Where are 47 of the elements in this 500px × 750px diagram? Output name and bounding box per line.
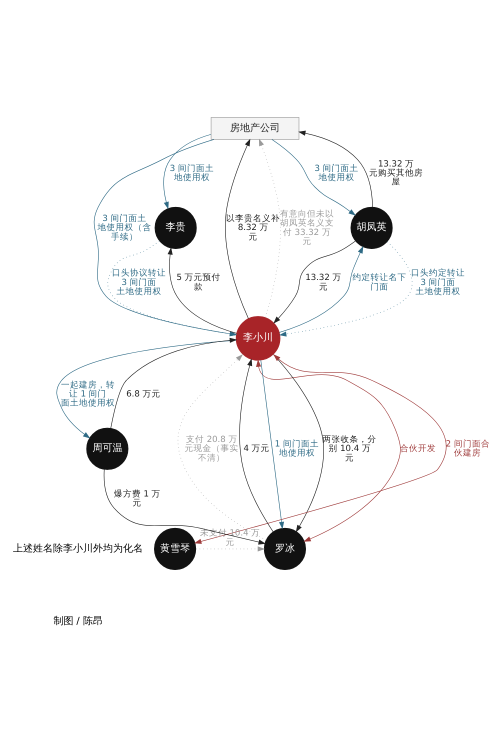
edge-label: 6.8 万元 xyxy=(126,389,160,400)
edge-label: 3 间门面土地使用权 xyxy=(314,164,359,184)
arrow xyxy=(94,139,238,336)
arrow xyxy=(163,134,212,210)
arrow xyxy=(256,359,401,542)
edge-label: 13.32 万元 xyxy=(305,273,342,292)
node-circle: 周可温 xyxy=(86,428,128,470)
edge-label: 5 万元预付款 xyxy=(176,273,221,292)
arrow xyxy=(56,340,236,439)
edge-label: 以李贵名义补 8.32 万元 xyxy=(226,214,280,242)
arrow xyxy=(225,138,250,319)
arrow xyxy=(196,546,266,552)
edge-label: 爆方费 1 万元 xyxy=(114,490,161,509)
edge-label: 约定转让名下门面 xyxy=(352,273,407,292)
node-circle: 罗冰 xyxy=(264,528,306,570)
edge-label: 13.32 万元购买其他房屋 xyxy=(369,159,424,188)
edge-label: 一起建房，转让 1 间门面土地使用权 xyxy=(60,380,115,409)
node-circle: 黄雪琴 xyxy=(154,528,196,570)
edge-label: 口头约定转让 3 间门面土地使用权 xyxy=(411,268,466,297)
arrow xyxy=(107,240,238,336)
arrow xyxy=(298,130,373,208)
arrow xyxy=(178,354,266,540)
node-circle: 李贵 xyxy=(154,206,197,249)
arrow xyxy=(194,354,446,544)
arrow xyxy=(168,247,237,334)
arrow xyxy=(110,338,238,429)
edge-label: 2 间门面合伙建房 xyxy=(446,440,490,459)
edge-label: 支付 20.8 万元现金（事实不清） xyxy=(184,434,239,464)
arrow xyxy=(258,138,281,318)
arrow xyxy=(260,360,284,530)
label: 上述姓名除李小川外均为化名 xyxy=(13,543,144,554)
arrow xyxy=(239,358,274,532)
node-circle: 胡凤英 xyxy=(350,206,393,249)
arrow xyxy=(279,246,364,333)
edge-label: 3 间门面土地使用权（含手续） xyxy=(97,214,152,242)
arrow xyxy=(273,354,324,532)
node-box: 房地产公司 xyxy=(210,117,300,140)
edge-label: 口头协议转让 3 间门面土地使用权 xyxy=(112,268,166,297)
label: 制图 / 陈昂 xyxy=(53,616,103,627)
edge-label: 3 间门面土地使用权 xyxy=(170,164,214,184)
arrow xyxy=(272,139,356,216)
arrow xyxy=(279,241,412,337)
edge-label: 有意向但未以胡凤英名义支付 33.32 万元 xyxy=(280,209,334,247)
arrow xyxy=(273,240,356,324)
edge-label: 4 万元 xyxy=(243,444,270,454)
edge-label: 1 间门面土地使用权 xyxy=(274,440,319,459)
arrow xyxy=(104,469,266,545)
